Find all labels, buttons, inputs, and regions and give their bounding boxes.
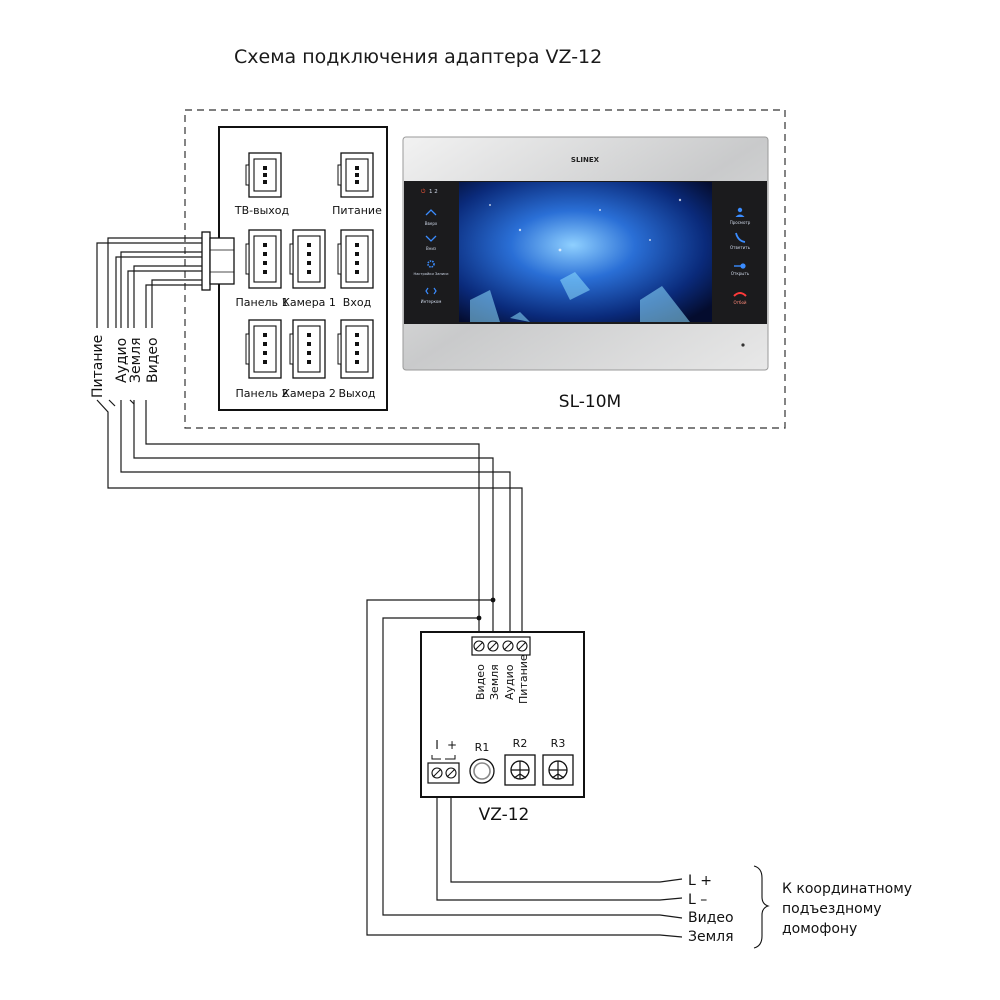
camera2-label: Камера 2 (282, 387, 336, 400)
power-connector (337, 152, 374, 198)
tv-out-connector (245, 152, 282, 198)
up-button[interactable]: Вверх (425, 209, 438, 226)
output-connector (337, 319, 374, 379)
cable-label-video: Видео (145, 337, 161, 383)
power-indicator-icon: ⏻ (421, 188, 426, 195)
r2-label: R2 (513, 737, 528, 750)
line-label-ground: Земля (688, 929, 734, 945)
terminal-label-ground: Земля (488, 664, 501, 700)
destination-line-2: подъездному (782, 901, 882, 917)
cable-bundle (96, 237, 523, 645)
indicator-numbers: 1 2 (429, 189, 438, 195)
terminal-label-video: Видео (474, 664, 487, 700)
cable-label-audio: Аудио (114, 338, 130, 383)
panel1-connector (245, 229, 282, 289)
intercom-button[interactable]: Интерком (421, 287, 442, 304)
line-label-l-plus: L + (688, 873, 712, 889)
answer-button[interactable]: Ответить (730, 232, 751, 250)
intercom-icon (425, 287, 437, 295)
terminal-label-audio: Аудио (503, 664, 516, 700)
line-terminal-block (427, 762, 460, 784)
line-label-video: Видео (688, 910, 734, 926)
cable-label-ground: Земля (128, 337, 144, 383)
down-label: Вниз (426, 246, 436, 251)
r1-label: R1 (475, 741, 490, 754)
hangup-icon (733, 292, 747, 297)
chevron-down-icon (425, 235, 437, 242)
panel1-label: Панель 1 (236, 296, 289, 309)
down-button[interactable]: Вниз (425, 235, 437, 251)
adapter-terminal-block (471, 636, 531, 656)
hangup-label: Отбой (734, 300, 747, 305)
answer-label: Ответить (730, 245, 751, 250)
view-button[interactable]: Просмотр (730, 207, 751, 225)
view-label: Просмотр (730, 220, 751, 225)
monitor-enclosure (184, 109, 786, 429)
line-label-l-minus: L – (688, 892, 707, 908)
panel2-connector (245, 319, 282, 379)
phone-icon (735, 232, 746, 243)
camera1-connector (289, 229, 326, 289)
output-label: Выход (338, 387, 375, 400)
monitor-screen (459, 182, 712, 322)
monitor-model: SL-10M (559, 392, 621, 412)
brand-logo: SLINEX (571, 156, 600, 164)
camera2-connector (289, 319, 326, 379)
input-label: Вход (343, 296, 372, 309)
user-icon (737, 207, 743, 213)
power-label: Питание (332, 204, 382, 217)
destination-line-1: К координатному (782, 881, 912, 897)
r3-label: R3 (551, 737, 566, 750)
open-button[interactable]: Открыть (731, 263, 750, 276)
cable-label-power: Питание (90, 335, 106, 398)
up-label: Вверх (425, 221, 438, 226)
camera1-label: Камера 1 (282, 296, 336, 309)
intercom-wires (366, 597, 683, 938)
microphone-hole (741, 343, 745, 347)
hangup-button[interactable]: Отбой (733, 292, 747, 305)
r3-trimmer[interactable] (542, 754, 574, 786)
settings-label: Настройки Записи (414, 272, 450, 276)
cable-labels: Питание Аудио Земля Видео (90, 335, 161, 398)
diagram-title: Схема подключения адаптера VZ-12 (234, 46, 603, 68)
tv-out-label: ТВ-выход (234, 204, 290, 217)
line-minus-label: I (435, 738, 439, 752)
input-connector (337, 229, 374, 289)
open-label: Открыть (731, 271, 750, 276)
terminal-label-power: Питание (517, 654, 530, 704)
intercom-label: Интерком (421, 299, 442, 304)
settings-button[interactable]: Настройки Записи (414, 260, 450, 276)
chevron-up-icon (425, 209, 437, 216)
cable-plug (201, 231, 235, 291)
adapter-name: VZ-12 (479, 805, 530, 825)
line-plus-label: + (447, 738, 457, 752)
destination-line-3: домофону (782, 921, 857, 937)
monitor-front: SLINEX ⏻ 1 2 Вверх Вниз Настройки Записи… (402, 136, 769, 371)
destination-brace (753, 865, 770, 949)
panel2-label: Панель 2 (236, 387, 289, 400)
gear-icon (427, 260, 435, 268)
key-icon (740, 263, 746, 269)
r2-trimmer[interactable] (504, 754, 536, 786)
